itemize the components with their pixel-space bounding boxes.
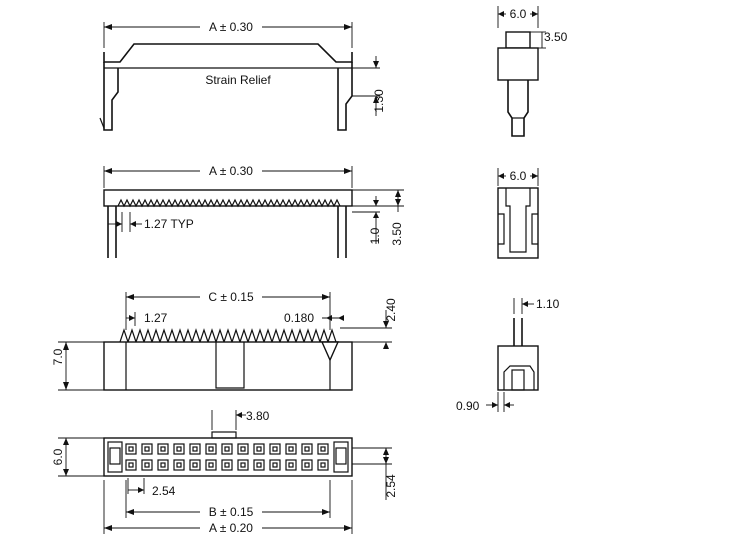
contact-hole [173,443,185,455]
contact-hole-inner [208,446,214,452]
bot-h-label: 6.0 [51,448,65,465]
mid-h1-label: 1.0 [368,227,382,244]
contact-hole [253,443,265,455]
contact-hole-inner [224,462,230,468]
contact-hole [189,459,201,471]
contact-hole-inner [256,462,262,468]
contact-hole [253,459,265,471]
contact-hole [301,443,313,455]
tooth-label: 0.180 [284,311,314,325]
contact-hole-inner [288,462,294,468]
contact-hole [269,459,281,471]
side-view-2: 6.0 [497,168,539,259]
toothed-side-view: A ± 0.30 1.27 TYP 1.0 3.50 [103,164,404,258]
contact-hole [141,459,153,471]
side2-w-label: 6.0 [510,169,527,183]
contact-hole-inner [128,462,134,468]
contact-hole [285,443,297,455]
contact-hole-inner [240,446,246,452]
contact-hole-inner [320,446,326,452]
contact-hole [237,443,249,455]
pitch-v-label: 2.54 [384,474,398,498]
pitch-typ-label: 1.27 TYP [144,217,194,231]
contact-hole [205,443,217,455]
mid-h2-label: 3.50 [390,222,404,246]
contact-hole-inner [304,462,310,468]
side1-h-label: 3.50 [544,30,568,44]
contact-hole [317,443,329,455]
mid-a-label: A ± 0.30 [209,164,253,178]
contact-hole-inner [288,446,294,452]
key-w-label: 3.80 [246,409,270,423]
side3-off-label: 0.90 [456,399,480,413]
contact-hole-inner [304,446,310,452]
contact-hole [173,459,185,471]
strain-relief-view: 1.30 A ± 0.30 Strain Relief [99,20,386,131]
contact-hole [157,443,169,455]
side1-w-label: 6.0 [510,7,527,21]
contact-hole-inner [192,462,198,468]
body-h-label: 7.0 [51,348,65,365]
contact-hole [125,443,137,455]
contact-hole [157,459,169,471]
contact-hole-inner [272,462,278,468]
contact-hole-inner [272,446,278,452]
bot-a-label: A ± 0.20 [209,521,253,535]
pitch-label: 1.27 [144,311,168,325]
contact-hole [237,459,249,471]
contact-hole-inner [160,446,166,452]
top-a-label: A ± 0.30 [209,20,253,34]
pitch-h-label: 2.54 [152,484,176,498]
contact-hole-inner [192,446,198,452]
contact-hole [205,459,217,471]
contact-hole-inner [176,462,182,468]
contact-hole-inner [144,462,150,468]
strain-relief-label: Strain Relief [205,73,271,87]
contact-hole [221,443,233,455]
contact-hole [301,459,313,471]
contact-hole [221,459,233,471]
tooth-h-label: 2.40 [384,298,398,322]
b-dim-label: B ± 0.15 [209,505,254,519]
contact-hole [189,443,201,455]
contact-hole-inner [128,446,134,452]
contact-hole [125,459,137,471]
side-view-3: 1.10 0.90 [456,297,560,413]
contact-hole [269,443,281,455]
front-body-view: C ± 0.15 1.27 0.180 2.40 7.0 [51,290,398,391]
contact-hole-inner [240,462,246,468]
contact-hole [141,443,153,455]
contact-hole [317,459,329,471]
contact-hole-inner [320,462,326,468]
top-height-label: 1.30 [372,89,386,113]
contact-hole-inner [256,446,262,452]
contact-hole-inner [208,462,214,468]
contact-hole-inner [160,462,166,468]
c-dim-label: C ± 0.15 [208,290,254,304]
contact-hole-inner [144,446,150,452]
side-view-1: 6.0 3.50 [497,6,568,137]
side3-pin-label: 1.10 [536,297,560,311]
contact-hole [285,459,297,471]
contact-face-view: 3.80 6.0 2.54 2.54 B ± 0.15 [51,409,398,535]
contact-hole-inner [176,446,182,452]
contact-hole-inner [224,446,230,452]
